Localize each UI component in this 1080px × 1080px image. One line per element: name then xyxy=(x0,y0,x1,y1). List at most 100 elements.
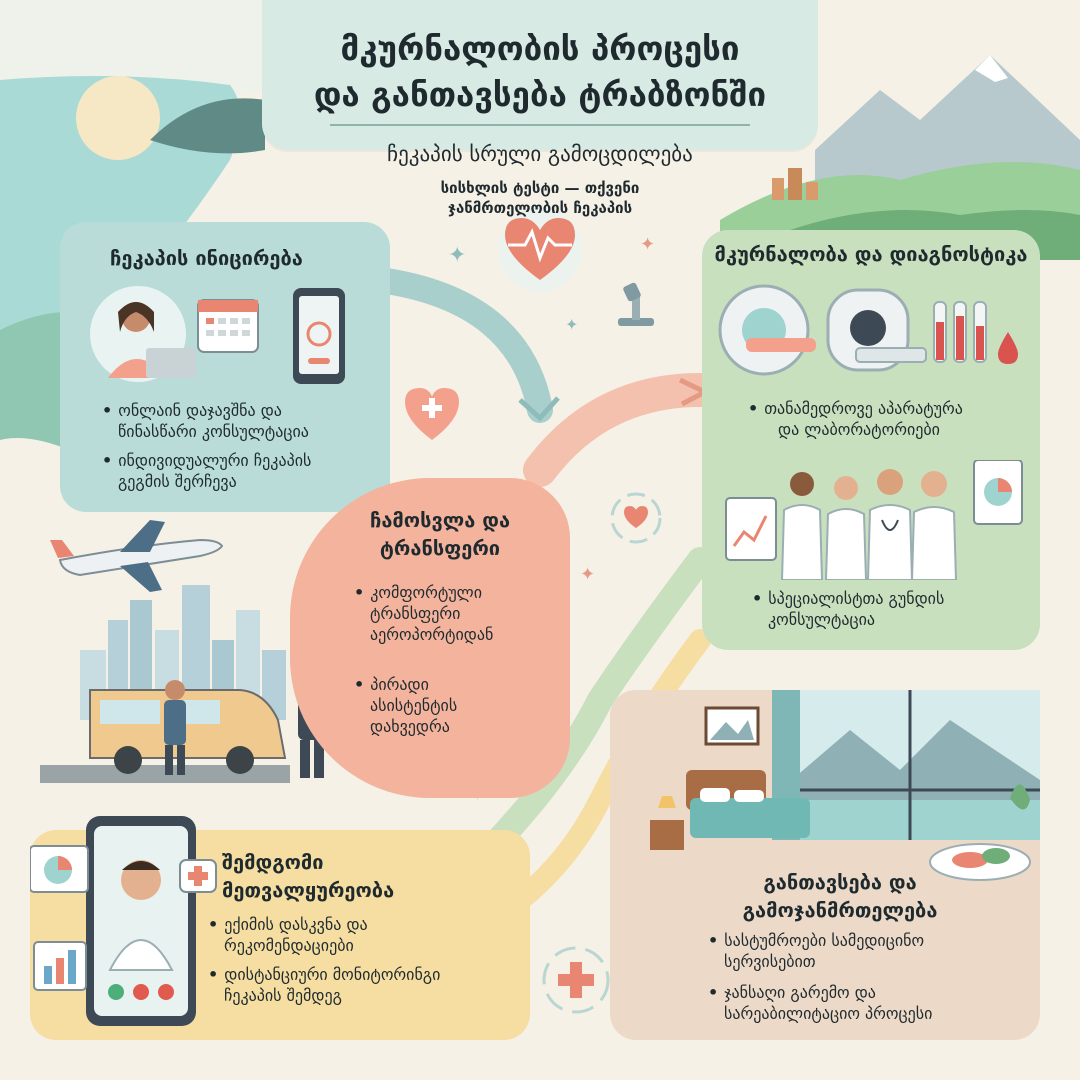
clipboard-chart-icon xyxy=(725,497,777,561)
checkup-start-title: ჩეკაპის ინიცირება xyxy=(110,246,303,270)
page-subtitle: ჩეკაპის სრული გამოცდილება xyxy=(387,142,693,166)
treatment-bullet-1: •თანამედროვე აპარატურა და ლაბორატორიები xyxy=(748,398,1028,440)
sparkle-icon: ✦ xyxy=(448,243,466,268)
bullet-icon: • xyxy=(208,915,219,934)
svg-text:✦: ✦ xyxy=(580,564,595,585)
arrival-bullet-2-line2: ასისტენტის xyxy=(370,696,458,715)
medical-plus-circle xyxy=(542,946,610,1014)
bullet-icon: • xyxy=(752,589,763,608)
card-checkup-start: ჩეკაპის ინიცირება •ონლაინ დაჯავშნა და წი… xyxy=(60,222,390,512)
svg-text:✦: ✦ xyxy=(565,315,578,334)
arrival-bullet-1-line2: ტრანსფერი xyxy=(370,604,461,623)
followup-bullet-1-line2: რეკომენდაციები xyxy=(224,936,354,955)
accommodation-title-line1: განთავსება და xyxy=(763,870,917,894)
laptop-icon xyxy=(146,348,196,378)
path-band-salmon xyxy=(523,373,717,487)
arrival-title: ჩამოსვლა და ტრანსფერი xyxy=(330,506,550,562)
followup-bullet-2-line2: ჩეკაპის შემდეგ xyxy=(224,986,342,1005)
treatment-bullet-2-line1: სპეციალისტთა გუნდის xyxy=(768,589,945,608)
nightstand-icon xyxy=(650,820,684,850)
tagline-line2: ჯანმრთელობის ჩეკაპის xyxy=(447,199,633,217)
arrival-bullet-2-line3: დახვედრა xyxy=(370,717,450,736)
page-title: მკურნალობის პროცესი და განთავსება ტრაბზო… xyxy=(262,26,818,118)
followup-title-line2: მეთვალყურეობა xyxy=(222,878,395,902)
arrival-title-line2: ტრანსფერი xyxy=(379,536,501,560)
accommodation-bullet-2-line2: სარეაბილიტაციო პროცესი xyxy=(724,1004,933,1023)
bullet-icon: • xyxy=(708,931,719,950)
title-box: მკურნალობის პროცესი და განთავსება ტრაბზო… xyxy=(262,0,818,150)
card-followup: შემდგომი მეთვალყურეობა • ექიმის დასკვნა დ… xyxy=(30,816,530,1040)
followup-bullet-1-line1: ექიმის დასკვნა და xyxy=(224,915,368,934)
treatment-bullet-1-line1: თანამედროვე აპარატურა xyxy=(764,399,963,418)
followup-bullet-2-line1: დისტანციური მონიტორინგი xyxy=(224,965,441,984)
tagline: სისხლის ტესტი — თქვენი ჯანმრთელობის ჩეკა… xyxy=(380,178,700,218)
card-arrival: ჩამოსვლა და ტრანსფერი • კომფორტული ტრანსფ… xyxy=(290,478,570,798)
telemedicine-illustration xyxy=(30,816,217,1026)
followup-bullet-2: • დისტანციური მონიტორინგი ჩეკაპის შემდეგ xyxy=(208,964,528,1006)
arrival-bullet-2-line1: პირადი xyxy=(370,675,429,694)
tagline-line1: სისხლის ტესტი — თქვენი xyxy=(440,179,640,197)
sun-icon xyxy=(76,76,160,160)
plant-icon xyxy=(1010,784,1030,810)
arrival-bullet-1-line1: კომფორტული xyxy=(370,583,482,602)
mri-scanner-icon xyxy=(718,284,816,376)
traveler-icon xyxy=(164,680,186,775)
doctor-icon xyxy=(780,472,824,580)
hotel-room-illustration xyxy=(650,690,1040,881)
treatment-bullet-2: • სპეციალისტთა გუნდის კონსულტაცია xyxy=(752,588,1032,630)
page-title-line2: და განთავსება ტრაბზონში xyxy=(313,75,767,114)
title-divider xyxy=(330,124,750,126)
heart-ekg-icon xyxy=(505,218,575,280)
followup-title: შემდგომი მეთვალყურეობა xyxy=(222,848,394,904)
accommodation-title: განთავსება და გამოჯანმრთელება xyxy=(690,868,990,924)
refresh-icon xyxy=(610,492,662,544)
accommodation-bullet-2-line1: ჯანსაღი გარემო და xyxy=(724,983,876,1002)
microscope-icon xyxy=(618,282,654,326)
call-accept-icon xyxy=(108,984,124,1000)
followup-bullet-1: • ექიმის დასკვნა და რეკომენდაციები xyxy=(208,914,528,956)
bed-icon xyxy=(686,770,810,838)
ct-scanner-icon xyxy=(826,288,927,372)
airplane-icon xyxy=(50,520,224,592)
accommodation-bullet-1: • სასტუმროები სამედიცინო სერვისებით xyxy=(708,930,1028,972)
bullet-icon: • xyxy=(208,965,219,984)
bullet-icon: • xyxy=(354,583,365,602)
treatment-bullet-2-line2: კონსულტაცია xyxy=(768,610,875,629)
checkup-start-bullet-1-line2: წინასწარი კონსულტაცია xyxy=(118,422,309,441)
arrival-bullet-2: •პირადი ასისტენტის დახვედრა xyxy=(354,674,554,737)
checkup-start-bullet-2-line1: ინდივიდუალური ჩეკაპის xyxy=(118,451,312,470)
building-icon xyxy=(772,178,784,200)
phone-call-icon xyxy=(306,321,332,347)
blood-test-tubes-icon xyxy=(933,301,987,363)
svg-text:✦: ✦ xyxy=(640,234,655,255)
checkup-start-illustration xyxy=(90,286,345,384)
van-icon xyxy=(89,689,287,774)
path-band-teal xyxy=(367,267,553,423)
path-band-green xyxy=(457,547,713,883)
bullet-icon: • xyxy=(708,983,719,1002)
medical-team-illustration xyxy=(725,460,1023,580)
followup-title-line1: შემდგომი xyxy=(222,850,324,874)
bullet-icon: • xyxy=(748,399,759,418)
arrival-title-line1: ჩამოსვლა და xyxy=(369,508,511,532)
checkup-start-bullet-2-line2: გეგმის შერჩევა xyxy=(118,472,237,491)
checkup-start-bullet-2: • ინდივიდუალური ჩეკაპის გეგმის შერჩევა xyxy=(102,450,382,492)
accommodation-bullet-1-line2: სერვისებით xyxy=(724,952,816,971)
card-treatment: მკურნალობა და დიაგნოსტიკა xyxy=(702,230,1040,650)
arrow-down-icon xyxy=(518,396,560,422)
lamp-icon xyxy=(658,796,676,808)
medical-equipment-illustration xyxy=(718,284,1018,376)
bullet-icon: • xyxy=(102,401,113,420)
blood-drop-icon xyxy=(998,332,1018,364)
arrival-bullet-1-line3: აეროპორტიდან xyxy=(370,625,494,644)
checkup-start-bullet-1: •ონლაინ დაჯავშნა და წინასწარი კონსულტაცი… xyxy=(102,400,382,442)
bullet-icon: • xyxy=(102,451,113,470)
accommodation-bullet-1-line1: სასტუმროები სამედიცინო xyxy=(724,931,925,950)
accommodation-title-line2: გამოჯანმრთელება xyxy=(742,898,938,922)
path-band-yellow xyxy=(509,629,711,911)
call-end-icon xyxy=(133,984,149,1000)
arrival-bullet-1: • კომფორტული ტრანსფერი აეროპორტიდან xyxy=(354,582,554,645)
stethoscope-icon xyxy=(881,519,899,531)
card-accommodation: განთავსება და გამოჯანმრთელება • სასტუმროე… xyxy=(610,690,1040,1040)
